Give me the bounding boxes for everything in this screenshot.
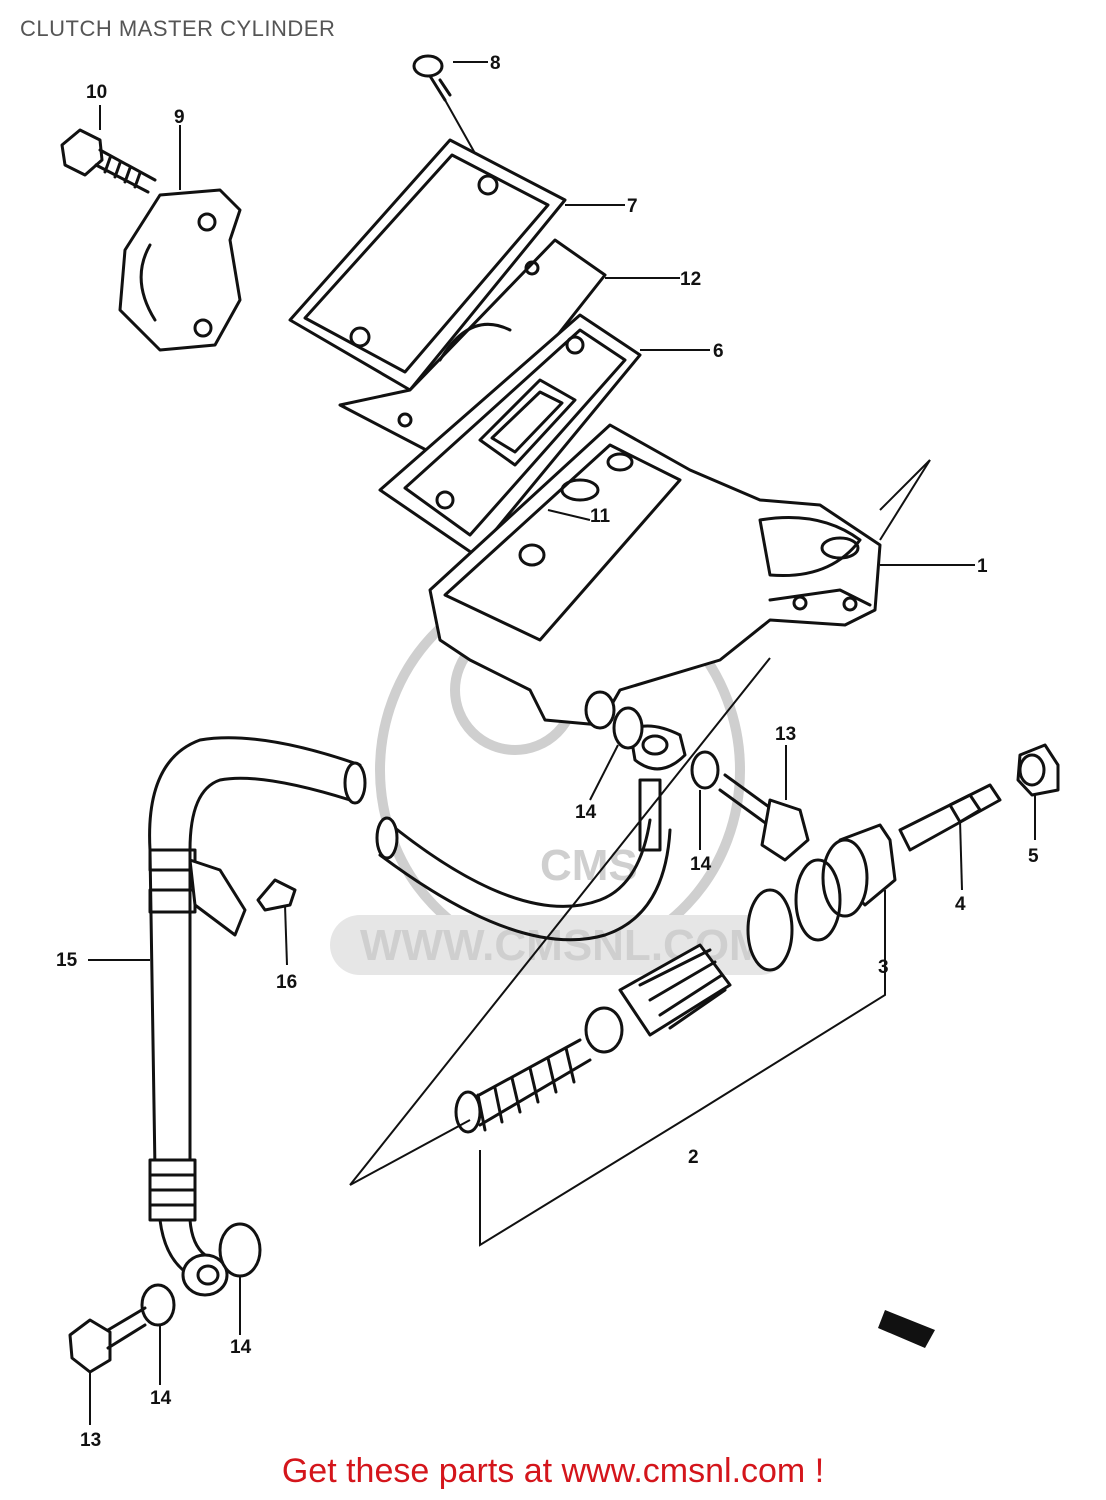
callout-5: 5 [1028,846,1039,867]
callout-11: 11 [590,506,611,527]
clamp-bolt [60,128,157,194]
clamp-bracket [118,188,242,352]
callout-10: 10 [86,82,107,103]
watermark-logo-text: CMS [540,841,638,890]
piston-set [454,823,897,1134]
front-arrow-icon [878,1310,935,1348]
callout-14-c: 14 [230,1337,252,1358]
callout-8: 8 [490,53,501,74]
callout-7: 7 [627,196,638,217]
callout-14-b: 14 [690,854,712,875]
sealing-washer [140,1283,176,1327]
footer-promo-text: Get these parts at www.cmsnl.com ! [281,1452,825,1490]
callout-13-upper: 13 [775,724,796,745]
callout-12: 12 [680,269,701,290]
sealing-washer [218,1222,262,1278]
union-bolt [718,773,810,862]
union-bolt [68,1306,147,1374]
callout-4: 4 [955,894,966,915]
clutch-hose [148,724,687,1297]
callout-14-a: 14 [575,802,597,823]
push-rod [898,783,1002,852]
dust-cap [1016,743,1060,797]
callout-16: 16 [276,972,297,993]
callout-14-d: 14 [150,1388,172,1409]
sealing-washer [612,706,644,750]
callout-15: 15 [56,950,78,971]
callout-1: 1 [977,556,988,577]
callout-13-lower: 13 [80,1430,101,1451]
callout-2: 2 [688,1147,699,1168]
master-cylinder-body [428,423,931,730]
callout-9: 9 [174,107,185,128]
reservoir-diaphragm [378,313,642,557]
reservoir-cap [288,138,567,392]
hose-clamp-screw [256,878,297,912]
page-title: CLUTCH MASTER CYLINDER [20,16,336,41]
callout-6: 6 [713,341,724,362]
callout-3: 3 [878,957,889,978]
sealing-washer [690,750,720,790]
